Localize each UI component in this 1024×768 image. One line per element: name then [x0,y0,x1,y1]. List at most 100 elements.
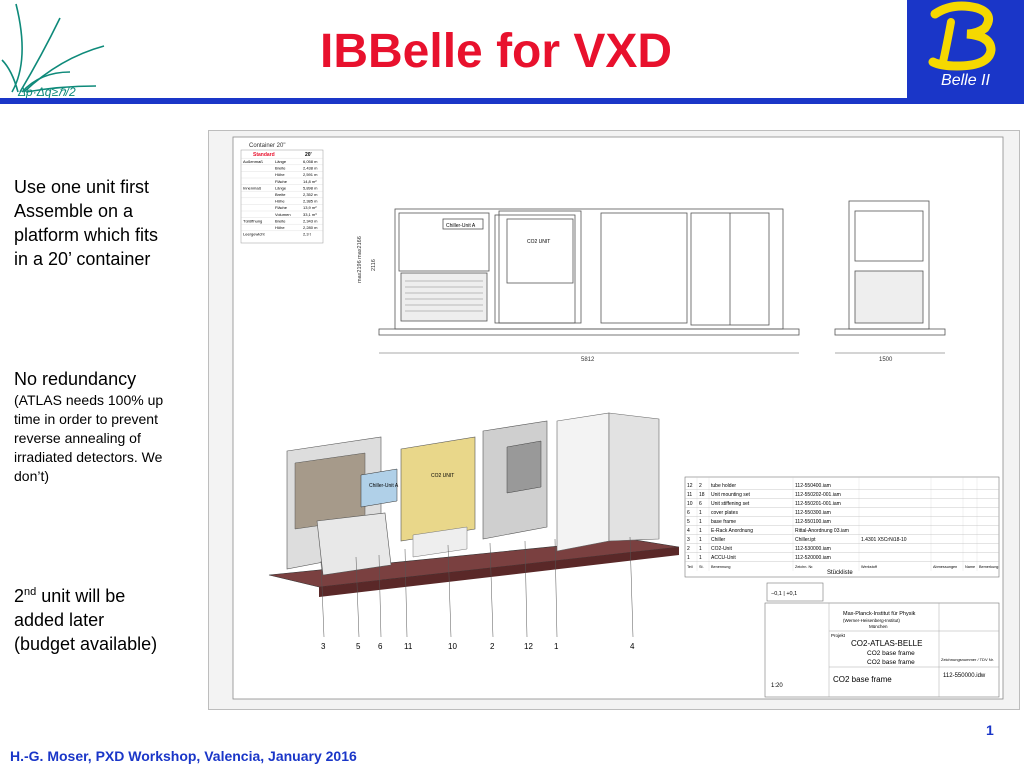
parts-cell: 112-520000.iam [795,555,831,561]
parts-cell: 1 [687,555,690,561]
institute-name: Max-Planck-Institut für Physik [843,611,916,617]
table-cell: Innenmaß [243,185,262,190]
front-co2-label: CO2 UNIT [527,239,550,245]
callout-leader [524,540,528,638]
table-cell: Höhe [275,225,285,230]
dim-depth: 1500 [879,357,893,363]
project-label: Projekt [831,633,846,638]
parts-cell: Rittal-Anordnung 03.iam [795,528,849,534]
title-block-name: CO2 base frame [833,675,892,684]
text-line: time in order to prevent [14,411,158,427]
parts-cell: 6 [699,501,702,507]
table-cell: 2,280 m [303,225,318,230]
callout-number: 10 [448,642,457,651]
callout-number: 4 [630,642,635,651]
callout-leader [404,548,408,638]
parts-cell: 1 [699,519,702,525]
table-cell: 2,343 m [303,218,318,223]
callout-leader [489,542,494,638]
project-name: CO2-ATLAS-BELLE [851,639,922,648]
parts-cell: 112-550400.iam [795,483,831,489]
parts-header-cell: Benennung [711,565,730,569]
parts-cell: 3 [687,537,690,543]
text-line: (ATLAS needs 100% up [14,392,164,408]
parts-cell: tube holder [711,483,736,489]
logo-formula: Δp·Δq≥ℏ/2 [17,85,76,99]
table-cell: Breite [275,192,286,197]
table-cell: 13,9 m² [303,205,317,210]
iso-chiller-label: Chiller-Unit A [369,483,399,489]
institute-sub: (Werner-Heisenberg-Institut) [843,618,900,623]
callout-leader [378,554,382,638]
institute-city: München [869,624,888,629]
text-line: Use one unit first [14,177,150,197]
parts-cell: cover plates [711,510,738,516]
callout-number: 12 [524,642,533,651]
table-cell: 6,058 m [303,159,318,164]
parts-cell: Chiller.ipt [795,537,816,543]
table-cell: 14,8 m² [303,179,317,184]
table-cell: 2,438 m [303,166,318,171]
text-line: don’t) [14,468,50,484]
text-line: Assemble on a [14,201,134,221]
text-block-1: Use one unit first Assemble on a platfor… [14,175,158,271]
parts-cell: 1.4301 X5CrNi18-10 [861,537,907,543]
table-cell: Fläche [275,179,288,184]
parts-cell: Unit stiffening set [711,501,750,507]
table-cell: Höhe [275,199,285,204]
parts-cell: ACCU-Unit [711,555,736,561]
parts-cell: 6 [687,510,690,516]
parts-cell: E-Rack Anordnung [711,528,753,534]
parts-cell: Unit mounting set [711,492,751,498]
text-line: in a 20’ container [14,249,151,269]
parts-cell: 112-550202-001.iam [795,492,841,498]
callout-leader [554,538,558,638]
parts-cell: 2 [687,546,690,552]
drawing-number: 112-550000.idw [943,673,986,679]
callout-number: 2 [490,642,495,651]
table-cell: 2,352 m [303,192,318,197]
parts-cell: 12 [687,483,693,489]
title-block [764,602,1000,698]
table-header: Standard [253,152,275,158]
callout-leader [355,556,360,638]
belle-b-icon [928,1,996,71]
table-header: 20' [305,152,312,158]
subtitle1: CO2 base frame [867,650,915,657]
parts-cell: Chiller [711,537,726,543]
mpp-logo: Δp·Δq≥ℏ/2 [1,3,105,99]
front-chiller-label: Chiller-Unit A [446,223,476,229]
footer-text: H.-G. Moser, PXD Workshop, Valencia, Jan… [10,748,357,764]
parts-cell: 1 [699,528,702,534]
belle2-logo: Belle II [907,0,1024,98]
callout-number: 5 [356,642,361,651]
dim-height-side: 2116 [371,259,377,271]
parts-header-cell: Abmessungen [933,565,957,569]
callout-number: 3 [321,642,326,651]
parts-cell: 112-550100.iam [795,519,831,525]
callout-leader [447,544,452,638]
scale-label: 1:20 [771,683,783,689]
table-cell: Länge [275,185,287,190]
text-block-3: 2nd unit will be added later (budget ava… [14,580,157,656]
parts-cell: 1 [699,537,702,543]
parts-cell: 10 [687,501,693,507]
table-cell: Außenmaß [243,159,263,164]
parts-cell: 4 [687,528,690,534]
parts-cell: CO2-Unit [711,546,732,552]
callout-number: 1 [554,642,559,651]
parts-cell: 112-550300.iam [795,510,831,516]
parts-cell: 1 [699,555,702,561]
parts-header-cell: Bemerkung [979,565,998,569]
table-cell: Fläche [275,205,288,210]
parts-cell: base frame [711,519,736,525]
dim-length: 5812 [581,357,595,363]
parts-cell: 1 [699,546,702,552]
callout-leader [629,536,634,638]
text-line: irradiated detectors. We [14,449,163,465]
table-cell: 5,898 m [303,185,318,190]
parts-caption: Stückliste [827,570,853,576]
parts-header-cell: Teil [687,565,693,569]
